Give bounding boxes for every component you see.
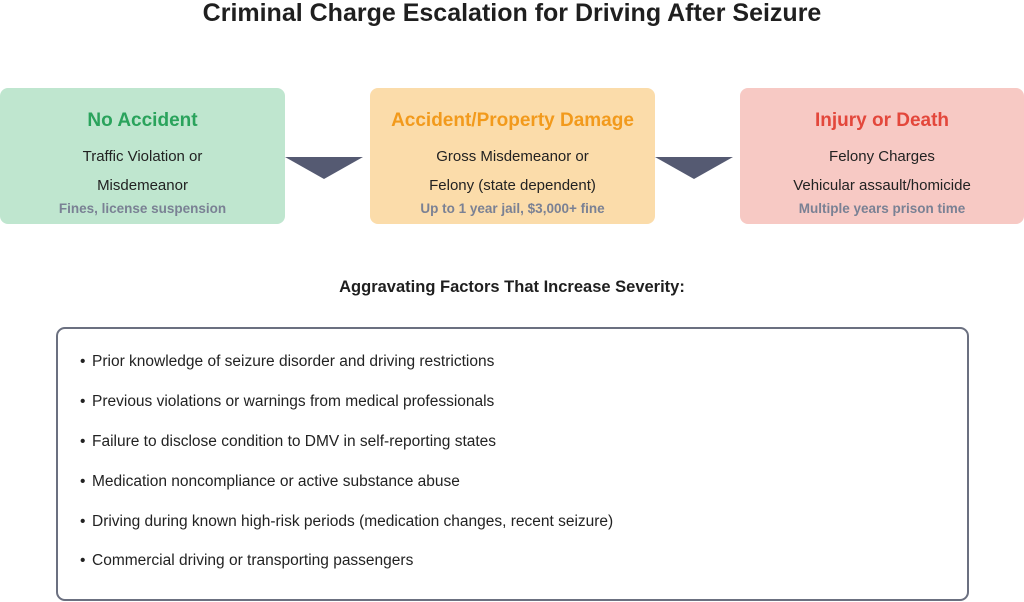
factor-text: Driving during known high-risk periods (… — [92, 513, 614, 530]
aggravating-factors-box: • Prior knowledge of seizure disorder and… — [56, 327, 969, 601]
stage-penalty-note: Fines, license suspension — [58, 201, 227, 216]
bullet-icon: • — [80, 552, 86, 569]
factor-text: Commercial driving or transporting passe… — [92, 552, 414, 569]
escalation-arrow-icon — [285, 157, 363, 179]
factor-text: Failure to disclose condition to DMV in … — [92, 433, 497, 450]
stage-charge-line-2: Misdemeanor — [97, 177, 188, 194]
page-title: Criminal Charge Escalation for Driving A… — [202, 0, 822, 27]
stage-charge-line-2: Vehicular assault/homicide — [793, 177, 971, 194]
stage-penalty-note: Multiple years prison time — [798, 201, 966, 216]
bullet-icon: • — [80, 433, 86, 450]
factor-item: • Failure to disclose condition to DMV in… — [80, 432, 496, 452]
stage-title: Injury or Death — [814, 110, 950, 131]
factor-item: • Driving during known high-risk periods … — [80, 512, 613, 532]
factors-heading: Aggravating Factors That Increase Severi… — [339, 278, 685, 296]
bullet-icon: • — [80, 513, 86, 530]
factor-text: Prior knowledge of seizure disorder and … — [92, 353, 495, 370]
stage-charge-line-1: Gross Misdemeanor or — [436, 148, 589, 165]
stage-penalty-note: Up to 1 year jail, $3,000+ fine — [420, 201, 605, 216]
bullet-icon: • — [80, 353, 86, 370]
stage-title: No Accident — [87, 110, 198, 131]
factor-item: • Commercial driving or transporting pass… — [80, 551, 413, 571]
stage-charge-line-1: Traffic Violation or — [82, 148, 203, 165]
escalation-arrow-icon — [655, 157, 733, 179]
factor-text: Medication noncompliance or active subst… — [92, 473, 460, 490]
bullet-icon: • — [80, 393, 86, 410]
stage-no-accident: No Accident Traffic Violation or Misdeme… — [0, 88, 285, 224]
stage-accident-property-damage: Accident/Property Damage Gross Misdemean… — [370, 88, 655, 224]
factor-item: • Prior knowledge of seizure disorder and… — [80, 352, 494, 372]
factor-item: • Previous violations or warnings from me… — [80, 392, 494, 412]
stage-injury-or-death: Injury or Death Felony Charges Vehicular… — [740, 88, 1024, 224]
bullet-icon: • — [80, 473, 86, 490]
stage-title: Accident/Property Damage — [391, 110, 634, 131]
stage-charge-line-1: Felony Charges — [829, 148, 935, 165]
factor-text: Previous violations or warnings from med… — [92, 393, 495, 410]
factor-item: • Medication noncompliance or active subs… — [80, 472, 460, 492]
stage-charge-line-2: Felony (state dependent) — [429, 177, 596, 194]
